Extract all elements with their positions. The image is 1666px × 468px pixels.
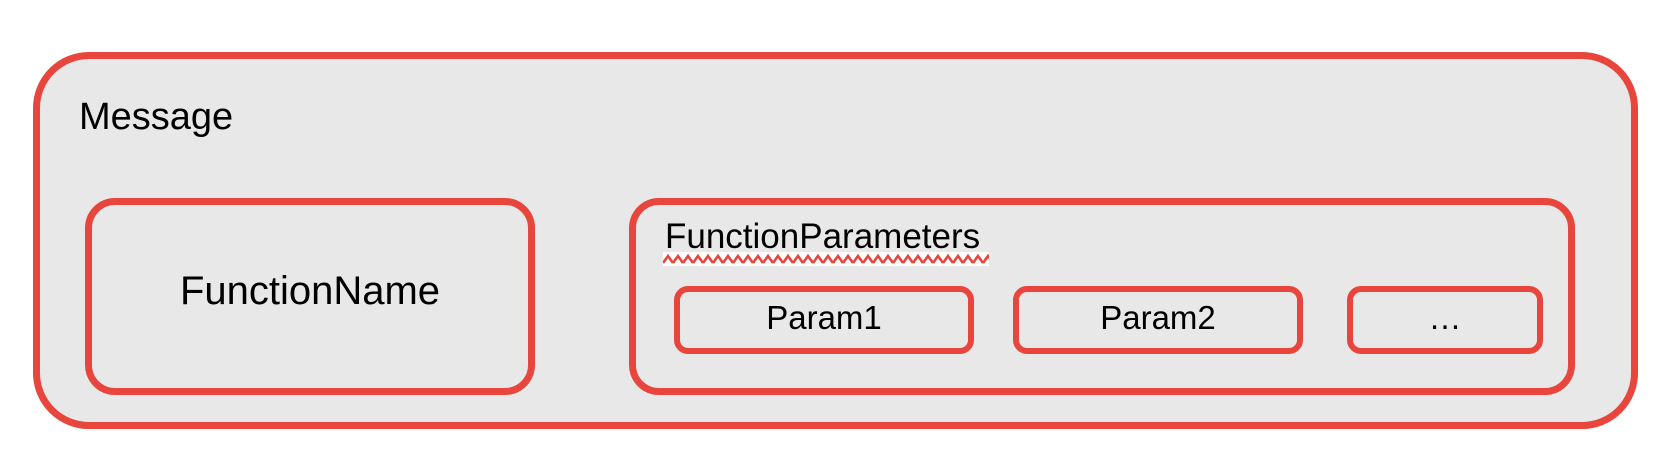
function-parameters-label: FunctionParameters	[665, 217, 981, 256]
function-name-label: FunctionName	[179, 268, 441, 313]
param2-label: Param2	[1100, 299, 1216, 336]
param-ellipsis-label: …	[1428, 299, 1462, 336]
message-label: Message	[79, 96, 234, 138]
function-parameters-box: FunctionParameters Param1 Param2	[629, 198, 1575, 395]
spellcheck-squiggle-underline	[663, 252, 989, 266]
message-container-box: Message FunctionName FunctionParameters	[33, 52, 1638, 429]
param1-label: Param1	[766, 299, 882, 336]
param-ellipsis-box: …	[1347, 286, 1543, 354]
param1-box: Param1	[674, 286, 974, 354]
param2-box: Param2	[1013, 286, 1303, 354]
function-name-box: FunctionName	[85, 198, 535, 395]
